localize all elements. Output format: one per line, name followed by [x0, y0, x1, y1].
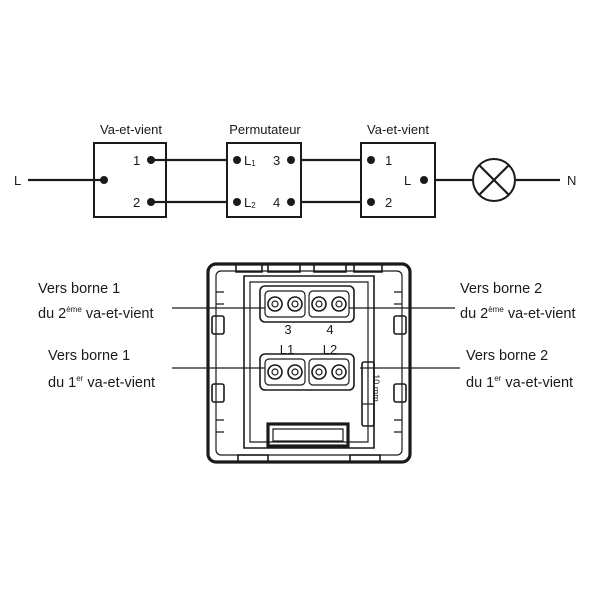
device-side-clips: [211, 291, 407, 433]
callout-bottom-right: Vers borne 2 du 1er va-et-vient: [466, 348, 573, 391]
device-frame-inner: [215, 270, 403, 456]
neutral-label: N: [567, 173, 576, 188]
intermediate-label-l2: L2: [244, 195, 256, 210]
intermediate-label-l1: L1: [244, 153, 256, 168]
callout-top-left: Vers borne 1 du 2ème va-et-vient: [38, 281, 154, 322]
strip-gauge: 10 mm: [361, 361, 381, 427]
device-body-inner: [249, 281, 369, 443]
switch-left-label-1: 1: [133, 153, 140, 168]
device-selector: [266, 422, 350, 448]
callout-bottom-left-line1: Vers borne 1: [48, 348, 130, 364]
callout-bottom-left: Vers borne 1 du 1er va-et-vient: [48, 348, 155, 391]
intermediate-terminal-4: [287, 198, 295, 206]
device-drawing: 3 4 L1 L2 10 mm: [206, 262, 412, 464]
switch-left-l-terminal: [100, 176, 108, 184]
line-label: L: [14, 173, 21, 188]
device-top-notches: [235, 264, 383, 273]
terminal-block-top: [259, 285, 355, 323]
intermediate-terminal-l1: [233, 156, 241, 164]
callout-bottom-right-line2: du 1er va-et-vient: [466, 374, 573, 391]
intermediate-terminal-3: [287, 156, 295, 164]
switch-right-title: Va-et-vient: [367, 122, 429, 137]
intermediate-label-4: 4: [273, 195, 280, 210]
switch-right: 1 2 L: [360, 142, 436, 218]
switch-right-label-1: 1: [385, 153, 392, 168]
switch-right-terminal-2: [367, 198, 375, 206]
device-body: [243, 275, 375, 449]
intermediate-label-3: 3: [273, 153, 280, 168]
intermediate-switch: L1 L2 3 4: [226, 142, 302, 218]
intermediate-body: [226, 142, 302, 218]
device-label-4: 4: [326, 322, 333, 337]
switch-right-l-terminal: [420, 176, 428, 184]
schematic: Va-et-vient Permutateur Va-et-vient L N …: [14, 122, 576, 218]
callout-bottom-left-line2: du 1er va-et-vient: [48, 374, 155, 391]
intermediate-title: Permutateur: [229, 122, 301, 137]
switch-left-label-2: 2: [133, 195, 140, 210]
callout-top-right: Vers borne 2 du 2ème va-et-vient: [460, 281, 576, 322]
device-frame: [206, 262, 412, 464]
callout-bottom-right-line1: Vers borne 2: [466, 348, 548, 364]
intermediate-terminal-l2: [233, 198, 241, 206]
callout-leaders: [172, 307, 460, 369]
device-selector-inner: [272, 428, 344, 442]
switch-right-terminal-1: [367, 156, 375, 164]
device-label-3: 3: [284, 322, 291, 337]
callout-top-left-line2: du 2ème va-et-vient: [38, 305, 154, 322]
device-bottom-notches: [237, 454, 381, 462]
callout-top-right-line1: Vers borne 2: [460, 281, 542, 297]
callout-top-left-line1: Vers borne 1: [38, 281, 120, 297]
lamp-cross-icon: [472, 158, 516, 202]
switch-left-title: Va-et-vient: [100, 122, 162, 137]
switch-left: 1 2: [93, 142, 167, 218]
callout-top-right-line2: du 2ème va-et-vient: [460, 305, 576, 322]
switch-right-label-2: 2: [385, 195, 392, 210]
switch-right-label-l: L: [404, 173, 411, 188]
strip-length-label: 10 mm: [371, 374, 381, 402]
terminal-block-bottom: [259, 353, 355, 391]
